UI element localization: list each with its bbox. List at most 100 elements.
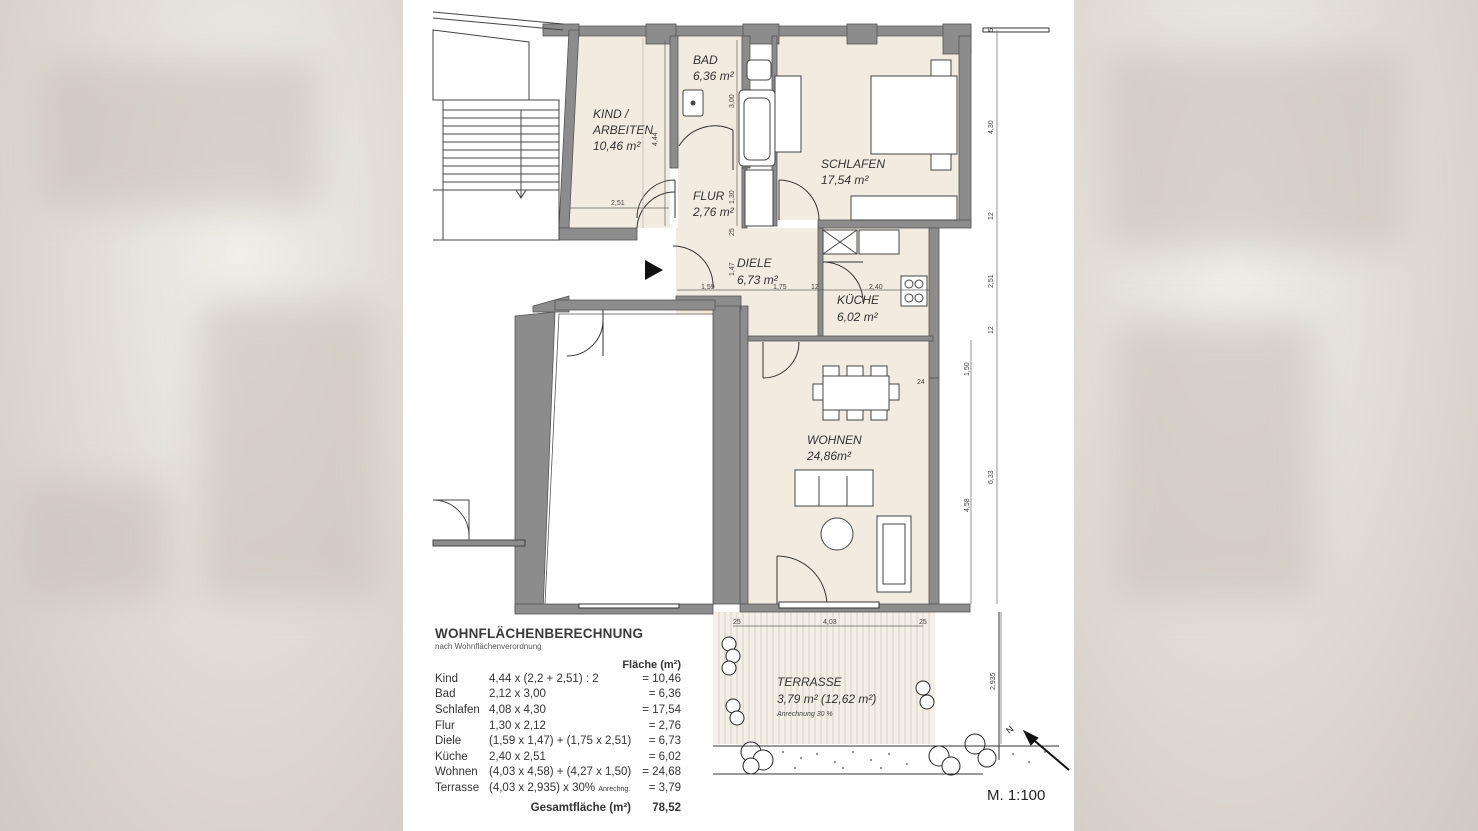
- sofa: [794, 469, 874, 507]
- label-flur-name: FLUR: [693, 189, 725, 203]
- dim-175: 1,75: [773, 284, 787, 291]
- scale-label: M. 1:100: [987, 787, 1046, 804]
- room-flur-fill: [678, 168, 742, 228]
- calc-formula: 4,08 x 4,30: [489, 703, 546, 716]
- label-kind-name-1: KIND /: [593, 107, 630, 121]
- calc-value: = 6,02: [648, 750, 681, 763]
- dim-458: 4,58: [964, 498, 971, 512]
- label-diele-area: 6,73 m²: [737, 273, 779, 287]
- calc-row: Flur 1,30 x 2,12 = 2,76: [435, 718, 695, 734]
- calc-room: Küche: [435, 750, 468, 763]
- calc-value: = 2,76: [648, 719, 681, 732]
- wall-kueche-west: [817, 227, 824, 337]
- calc-value: = 3,79: [648, 781, 681, 794]
- calc-subtitle: nach Wohnflächenverordnung: [435, 642, 542, 651]
- label-wohnen-name: WOHNEN: [807, 433, 862, 447]
- dim-240: 2,40: [869, 284, 883, 291]
- calc-column-header: Fläche (m²): [622, 659, 681, 671]
- wall-north-pier-4: [846, 23, 878, 45]
- calc-formula: 2,40 x 2,51: [489, 750, 546, 763]
- gravel-dots: [782, 751, 1046, 769]
- calc-formula: (4,03 x 4,58) + (4,27 x 1,50): [489, 766, 632, 779]
- calc-room: Terrasse: [435, 781, 480, 794]
- dim-25-terrasse-right: 25: [919, 619, 927, 626]
- staircase: [432, 11, 564, 241]
- dim-25-terrasse-left: 25: [733, 619, 741, 626]
- calc-value: = 6,36: [648, 688, 681, 701]
- calc-total: Gesamtfläche (m²) 78,52: [435, 802, 695, 814]
- terrasse-decking: [718, 612, 930, 744]
- dim-24: 24: [917, 379, 925, 386]
- dining-table: [822, 375, 890, 411]
- area-calculation: WOHNFLÄCHENBERECHNUNG nach Wohnflächenve…: [435, 626, 695, 814]
- dim-130: 1,30: [729, 190, 736, 204]
- calc-room: Bad: [435, 688, 456, 701]
- calc-row: Bad 2,12 x 3,00 = 6,36: [435, 687, 695, 703]
- dimension-lines: [569, 30, 1002, 744]
- wardrobe: [774, 75, 802, 153]
- coffee-table: [820, 517, 854, 551]
- door-swings: [566, 38, 864, 605]
- dim-150: 1,50: [964, 362, 971, 376]
- calc-row: Kind 4,44 x (2,2 + 2,51) : 2 = 10,46: [435, 671, 695, 687]
- calc-value: = 10,46: [642, 672, 681, 685]
- dim-147: 1,47: [729, 262, 736, 276]
- dim-444: 4,44: [652, 132, 659, 146]
- calc-room: Flur: [435, 719, 455, 732]
- blurred-background-right: [1074, 0, 1478, 831]
- calc-room: Kind: [435, 672, 459, 685]
- dim-633: 6,33: [988, 470, 995, 484]
- calc-room: Wohnen: [435, 766, 478, 779]
- calc-total-label: Gesamtfläche (m²): [530, 801, 631, 814]
- walls: [514, 23, 972, 615]
- wall-north-pier-3: [742, 23, 780, 45]
- dim-300: 3,00: [729, 94, 736, 108]
- plants: [721, 636, 997, 776]
- calc-formula-note: Anrechng.: [598, 785, 631, 793]
- calc-formula: (4,03 x 2,935) x 30% Anrechng.: [489, 782, 639, 794]
- dim-2935: 2,935: [990, 672, 997, 690]
- washer-dryer: [744, 169, 774, 227]
- wall-wohnen-west: [739, 305, 749, 605]
- label-kueche-name: KÜCHE: [837, 293, 880, 307]
- calc-row: Terrasse (4,03 x 2,935) x 30% Anrechng. …: [435, 780, 695, 796]
- calc-title: WOHNFLÄCHENBERECHNUNG: [435, 626, 644, 641]
- calc-total-value: 78,52: [652, 801, 681, 814]
- calc-value: = 24,68: [642, 766, 681, 779]
- calc-formula: 2,12 x 3,00: [489, 688, 546, 701]
- dim-159: 1,59: [701, 284, 715, 291]
- calc-formula: (1,59 x 1,47) + (1,75 x 2,51): [489, 735, 632, 748]
- terrasse-fill: [713, 612, 935, 744]
- calc-value: = 6,73: [648, 735, 681, 748]
- north-arrow: [1022, 729, 1070, 771]
- kitchen-sink: [858, 229, 900, 255]
- wall-wohnen-east: [928, 377, 940, 605]
- label-bad-name: BAD: [693, 53, 718, 67]
- label-terrasse-area: 3,79 m² (12,62 m²): [777, 692, 876, 706]
- sofa-2: [876, 515, 912, 593]
- label-terrasse-name: TERRASSE: [777, 675, 843, 689]
- label-kueche-area: 6,02 m²: [837, 310, 879, 324]
- label-terrasse-note: Anrechnung 30 %: [776, 711, 833, 718]
- wall-north-pier-2: [645, 23, 677, 45]
- north-label: N: [1004, 724, 1015, 736]
- dim-251-kind: 2,51: [611, 200, 625, 207]
- toilet: [746, 59, 772, 81]
- wall-wohnen-north: [742, 335, 934, 342]
- label-bad-area: 6,36 m²: [693, 69, 735, 83]
- label-kind-area: 10,46 m²: [593, 139, 641, 153]
- label-flur-area: 2,76 m²: [692, 205, 735, 219]
- calc-formula: 1,30 x 2,12: [489, 719, 546, 732]
- room-kind-fill: [569, 36, 670, 228]
- label-schlafen-area: 17,54 m²: [821, 173, 869, 187]
- gravel-strip: [713, 612, 1059, 775]
- floor-plan-sheet: N KIND / ARBEITEN 10,46 m² BAD 6,36 m² S…: [403, 0, 1074, 831]
- bed: [870, 75, 958, 155]
- calc-formula-text: (4,03 x 2,935) x 30%: [489, 781, 596, 794]
- fixtures: [682, 59, 958, 593]
- dim-5: 5: [988, 28, 995, 32]
- dim-25-flur: 25: [729, 228, 736, 236]
- dim-430: 4,30: [988, 120, 995, 134]
- calc-value: = 17,54: [642, 703, 681, 716]
- wall-garage-north: [554, 299, 716, 311]
